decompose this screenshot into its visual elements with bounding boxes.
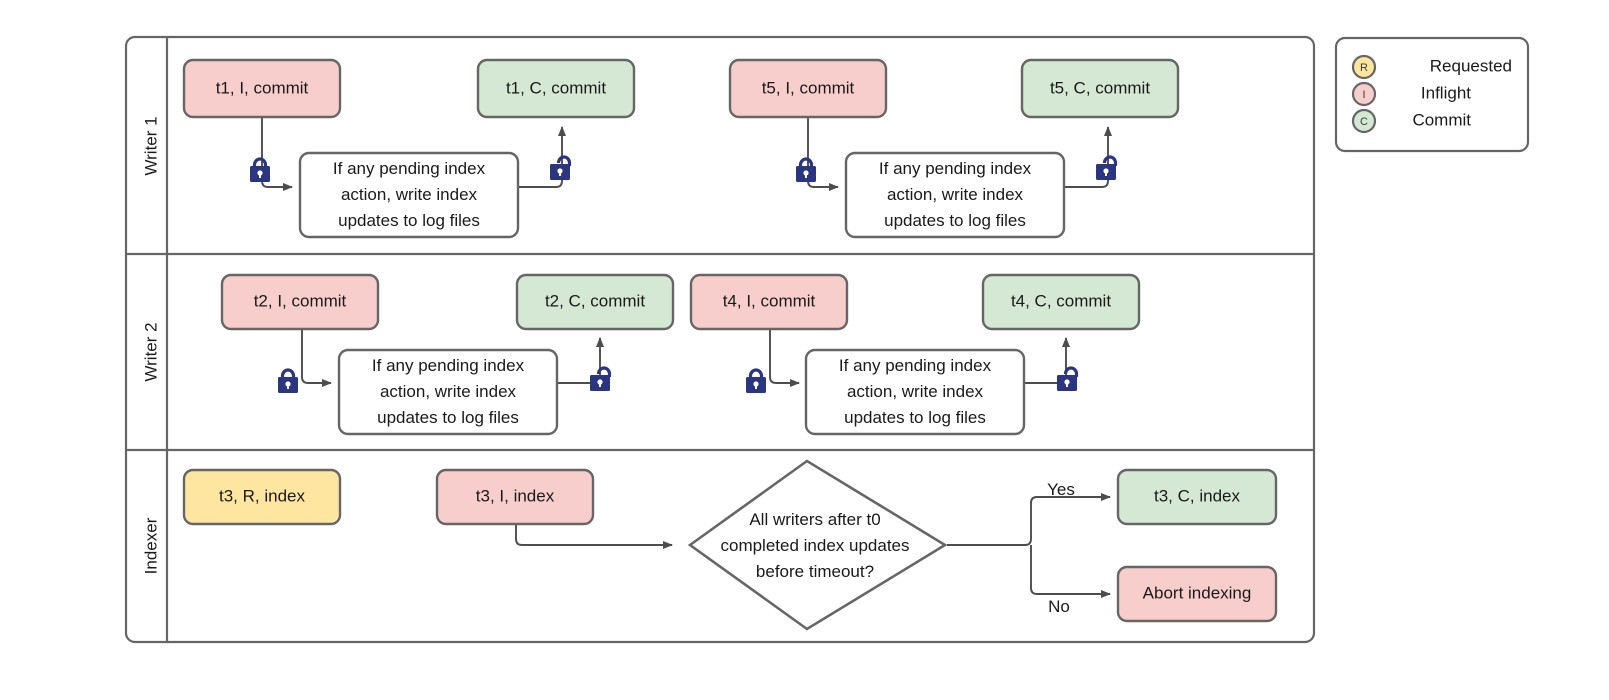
node-t3-commit[interactable]: t3, C, index: [1116, 468, 1278, 526]
note-line-3: updates to log files: [338, 211, 480, 230]
note-line-2: action, write index: [847, 382, 984, 401]
legend-item-inflight: I Inflight: [1351, 81, 1471, 107]
legend-label-commit: Commit: [1412, 110, 1471, 129]
edge-note-to-t5-commit: [1064, 126, 1112, 188]
edge-t4-inflight-to-note: [769, 327, 800, 387]
legend-label-requested: Requested: [1430, 56, 1512, 75]
commit-badge-icon: [1351, 108, 1377, 134]
node-t5-commit[interactable]: t5, C, commit: [1020, 58, 1180, 119]
note-line-3: updates to log files: [884, 211, 1026, 230]
node-t5-commit-label: t5, C, commit: [1050, 78, 1150, 97]
note-line-1: If any pending index: [879, 159, 1032, 178]
lock-closed-icon: [250, 157, 270, 182]
lock-open-icon: [590, 366, 612, 391]
lock-closed-icon: [796, 157, 816, 182]
lock-open-icon: [1096, 155, 1118, 180]
lane-label-writer1: Writer 1: [141, 116, 160, 175]
node-t4-inflight[interactable]: t4, I, commit: [689, 273, 849, 331]
lane-label-indexer: Indexer: [141, 517, 160, 574]
node-abort-indexing[interactable]: Abort indexing: [1116, 565, 1278, 623]
note-writer1-right-rect: [844, 151, 1066, 239]
lane-writer2-content: t2, I, commit t2, C, commit t4, I, commi…: [220, 273, 1141, 436]
legend-border: [1334, 36, 1530, 153]
note-writer1-left: If any pending index action, write index…: [298, 151, 520, 239]
note-line-1: If any pending index: [839, 356, 992, 375]
node-t3-commit-label: t3, C, index: [1154, 486, 1240, 505]
edge-decision-no-to-abort: [1030, 545, 1110, 594]
note-writer2-right: If any pending index action, write index…: [804, 348, 1026, 436]
node-abort-indexing-rect[interactable]: [1116, 565, 1278, 623]
decision-line-2: completed index updates: [720, 536, 909, 555]
node-t5-inflight-rect[interactable]: [728, 58, 888, 119]
inflight-badge-glyph: I: [1362, 89, 1365, 101]
edge-label-no: No: [1048, 597, 1070, 616]
node-t3-requested[interactable]: t3, R, index: [182, 468, 342, 526]
decision-diamond[interactable]: [687, 459, 948, 631]
lock-open-icon: [550, 155, 572, 180]
note-writer1-right: If any pending index action, write index…: [844, 151, 1066, 239]
node-t1-inflight-label: t1, I, commit: [216, 78, 309, 97]
note-line-2: action, write index: [887, 185, 1024, 204]
node-t4-commit-label: t4, C, commit: [1011, 291, 1111, 310]
node-t4-commit-rect[interactable]: [981, 273, 1141, 331]
node-t5-inflight-label: t5, I, commit: [762, 78, 855, 97]
node-t2-commit-label: t2, C, commit: [545, 291, 645, 310]
node-t1-commit-label: t1, C, commit: [506, 78, 606, 97]
node-t4-inflight-rect[interactable]: [689, 273, 849, 331]
node-t1-inflight[interactable]: t1, I, commit: [182, 58, 342, 119]
node-t2-inflight[interactable]: t2, I, commit: [220, 273, 380, 331]
lock-open-icon: [1057, 366, 1079, 391]
node-t1-inflight-rect[interactable]: [182, 58, 342, 119]
note-line-3: updates to log files: [377, 408, 519, 427]
legend-item-commit: C Commit: [1351, 108, 1471, 134]
decision-line-1: All writers after t0: [749, 510, 880, 529]
edge-note-to-t1-commit: [518, 126, 566, 188]
lane-label-writer2: Writer 2: [141, 322, 160, 381]
node-t5-inflight[interactable]: t5, I, commit: [728, 58, 888, 119]
node-t4-commit[interactable]: t4, C, commit: [981, 273, 1141, 331]
node-t1-commit-rect[interactable]: [476, 58, 636, 119]
node-t3-requested-rect[interactable]: [182, 468, 342, 526]
commit-badge-glyph: C: [1360, 116, 1368, 128]
note-line-1: If any pending index: [333, 159, 486, 178]
node-t2-inflight-rect[interactable]: [220, 273, 380, 331]
requested-badge-icon: [1351, 54, 1377, 80]
inflight-badge-icon: [1351, 81, 1377, 107]
note-line-2: action, write index: [341, 185, 478, 204]
node-timeout-decision[interactable]: All writers after t0 completed index upd…: [687, 459, 948, 631]
node-t2-commit[interactable]: t2, C, commit: [515, 273, 675, 331]
note-writer2-right-rect: [804, 348, 1026, 436]
lock-closed-icon: [746, 368, 766, 393]
node-t3-inflight-label: t3, I, index: [476, 486, 555, 505]
node-t3-inflight-rect[interactable]: [435, 468, 595, 526]
decision-line-3: before timeout?: [756, 562, 874, 581]
note-line-2: action, write index: [380, 382, 517, 401]
node-t4-inflight-label: t4, I, commit: [723, 291, 816, 310]
edge-t3-inflight-to-decision: [515, 523, 673, 549]
node-t5-commit-rect[interactable]: [1020, 58, 1180, 119]
note-writer1-left-rect: [298, 151, 520, 239]
legend-label-inflight: Inflight: [1421, 83, 1471, 102]
note-line-1: If any pending index: [372, 356, 525, 375]
edge-t2-inflight-to-note: [301, 327, 332, 387]
node-t3-commit-rect[interactable]: [1116, 468, 1278, 526]
node-abort-indexing-label: Abort indexing: [1143, 583, 1252, 602]
legend-item-requested: R Requested: [1351, 54, 1512, 80]
node-t1-commit[interactable]: t1, C, commit: [476, 58, 636, 119]
edge-decision-yes-to-t3-commit: [947, 493, 1111, 546]
node-t3-inflight[interactable]: t3, I, index: [435, 468, 595, 526]
lane-indexer-content: t3, R, index t3, I, index All writers af…: [182, 459, 1278, 631]
note-line-3: updates to log files: [844, 408, 986, 427]
note-writer2-left-rect: [337, 348, 559, 436]
requested-badge-glyph: R: [1360, 62, 1368, 74]
lane-writer1-content: t1, I, commit t1, C, commit t5, I, commi…: [182, 58, 1180, 239]
edge-label-yes: Yes: [1047, 480, 1075, 499]
node-t3-requested-label: t3, R, index: [219, 486, 305, 505]
node-t2-commit-rect[interactable]: [515, 273, 675, 331]
note-writer2-left: If any pending index action, write index…: [337, 348, 559, 436]
node-t2-inflight-label: t2, I, commit: [254, 291, 347, 310]
legend: R Requested I Inflight C Commit: [1334, 36, 1530, 153]
lock-closed-icon: [278, 368, 298, 393]
